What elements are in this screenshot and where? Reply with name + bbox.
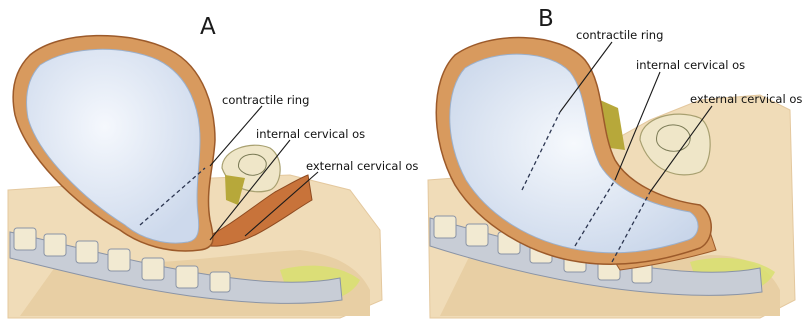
panel-b: B contractile ring internal cervical os … [428, 6, 802, 318]
label-contractile-ring-b: contractile ring [576, 28, 663, 42]
label-internal-os-b: internal cervical os [636, 58, 745, 72]
panel-a: A contractile ring internal cervical os … [8, 14, 418, 318]
label-external-os-b: external cervical os [690, 92, 802, 106]
panel-letter-b: B [538, 6, 554, 32]
label-internal-os-a: internal cervical os [256, 127, 365, 141]
label-contractile-ring-a: contractile ring [222, 93, 309, 107]
label-external-os-a: external cervical os [306, 159, 418, 173]
panel-letter-a: A [200, 14, 216, 40]
